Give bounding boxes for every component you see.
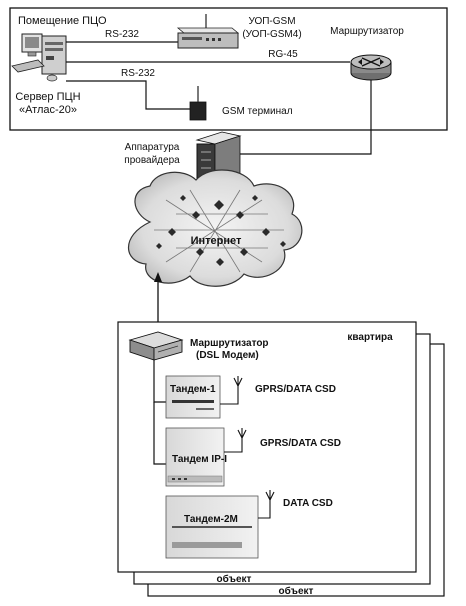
tandem-1-link-label: GPRS/DATA CSD xyxy=(255,384,336,395)
rs232-mid-label: RS-232 xyxy=(121,68,155,79)
tandem-2m-label: Тандем-2М xyxy=(184,514,238,525)
router-icon xyxy=(350,54,392,81)
uop-label-line1: УОП-GSM xyxy=(248,16,295,27)
tandem-ip-antenna-wire xyxy=(224,436,243,453)
tandem-ip-label: Тандем IP-I xyxy=(172,454,227,465)
provider-label-line1: Аппаратура xyxy=(125,142,180,153)
rg45-label: RG-45 xyxy=(268,49,298,60)
tandem-ip-link-label: GPRS/DATA CSD xyxy=(260,438,341,449)
internet-label: Интернет xyxy=(191,235,242,247)
internet-cloud xyxy=(127,169,303,287)
tandem-2m-link-label: DATA CSD xyxy=(283,498,333,509)
gsm-terminal-icon xyxy=(189,86,207,121)
tandem-1-antenna-icon xyxy=(233,376,243,388)
control-room-title: Помещение ПЦО xyxy=(18,15,107,27)
uop-gsm-device-icon xyxy=(176,14,240,49)
gsm-terminal-label: GSM терминал xyxy=(222,106,293,117)
server-label-line1: Сервер ПЦН xyxy=(15,91,80,103)
tandem-1-antenna-wire xyxy=(220,384,239,405)
tandem-2m-device xyxy=(165,495,259,559)
server-icon xyxy=(11,33,67,82)
server-label-line2: «Атлас-20» xyxy=(19,104,77,116)
tandem-1-label: Тандем-1 xyxy=(170,384,216,395)
dsl-modem-icon xyxy=(128,331,184,361)
control-room-frame xyxy=(9,7,448,131)
tandem-1-device xyxy=(165,375,221,419)
provider-label-line2: провайдера xyxy=(124,155,180,166)
object-label-2: объект xyxy=(279,585,314,597)
site-router-label-line2: (DSL Модем) xyxy=(196,350,259,361)
modem-tandemip-line xyxy=(153,402,166,465)
object-label-1: объект xyxy=(217,573,252,585)
tandem-2m-antenna-icon xyxy=(265,490,275,502)
rs232-top-label: RS-232 xyxy=(105,29,139,40)
apartment-label: квартира xyxy=(347,332,393,343)
uplink-arrowhead xyxy=(154,272,162,282)
site-router-label-line1: Маршрутизатор xyxy=(190,338,269,349)
router-provider-line xyxy=(237,80,372,155)
uop-label-line2: (УОП-GSM4) xyxy=(242,29,301,40)
tandem-ip-antenna-icon xyxy=(237,428,247,440)
tandem-2m-antenna-wire xyxy=(258,498,271,519)
tandem-ip-device xyxy=(165,427,225,487)
router-label: Маршрутизатор xyxy=(330,26,404,37)
rs232-mid-line xyxy=(66,80,190,110)
